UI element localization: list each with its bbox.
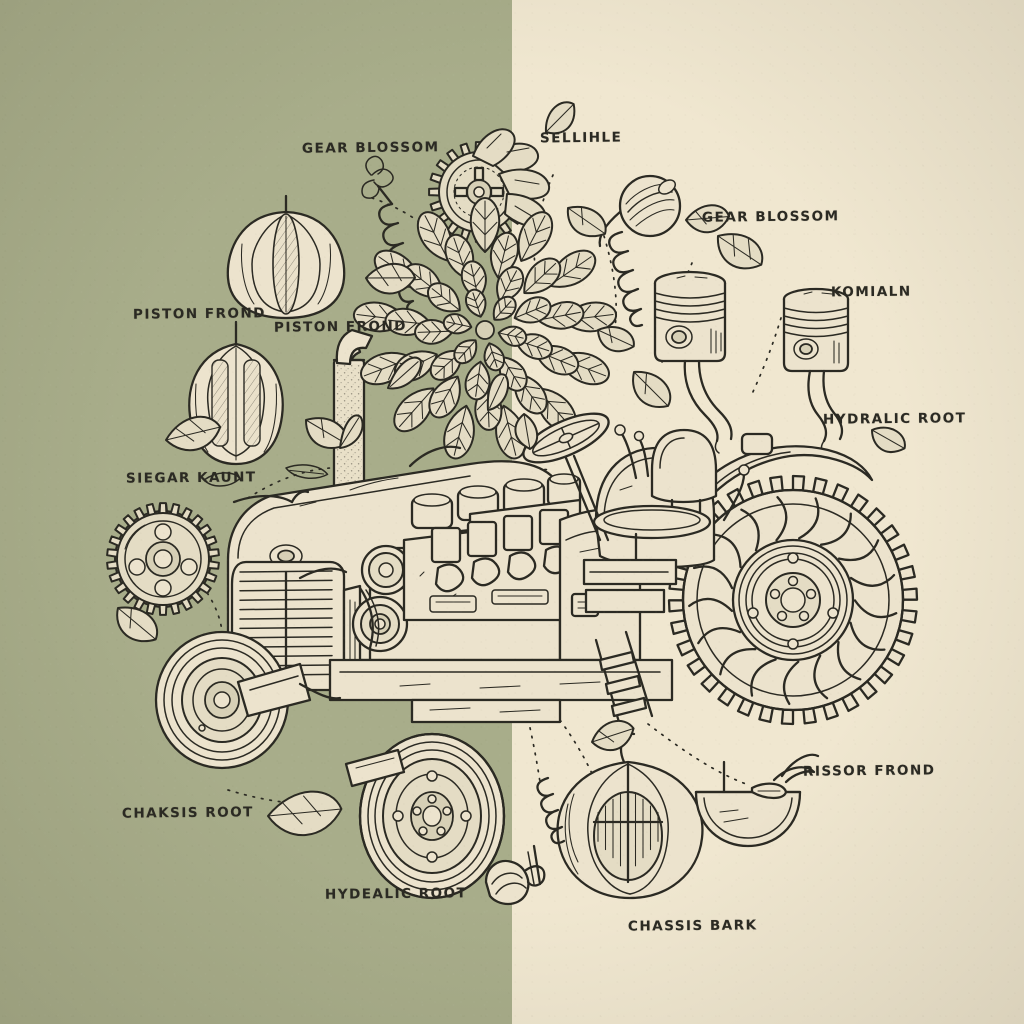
- piston-icon-b: [782, 287, 850, 453]
- label-piston-frond-center: PISTON FROND: [273, 318, 408, 336]
- gear-wheel-icon-left: [106, 502, 220, 616]
- sphere-bud-icon: [598, 174, 682, 248]
- piston-icon-a: [653, 270, 733, 454]
- gourd-pod-icon: [556, 732, 704, 900]
- seat: [582, 428, 718, 614]
- gear-petals: [472, 128, 551, 228]
- label-chassis-bark: CHASSIS BARK: [627, 917, 758, 935]
- seed-pod-icon-lower: [188, 320, 284, 466]
- label-gear-blossom-top-left: GEAR BLOSSOM: [301, 139, 440, 157]
- label-komialn: KOMIALN: [830, 283, 912, 301]
- label-piston-frond-left: PISTON FROND: [132, 305, 267, 323]
- steering-wheel: [522, 412, 610, 464]
- steering-column: [564, 456, 602, 542]
- scattered-leaves: [116, 101, 906, 837]
- chassis-rail: [328, 658, 674, 702]
- tractor-icon: [154, 412, 919, 900]
- seed-pod-icon-upper: [226, 194, 346, 320]
- coil-spring-under-bud: [608, 230, 644, 328]
- label-sellihle: SELLIHLE: [539, 129, 623, 147]
- rear-fender: [666, 445, 874, 550]
- control-levers: [614, 424, 750, 522]
- label-chaksis-root: CHAKSIS ROOT: [121, 804, 254, 822]
- label-hydealic-root: HYDEALIC ROOT: [324, 885, 468, 903]
- engine-block: [351, 473, 582, 662]
- label-rissor-frond: RISSOR FROND: [802, 762, 936, 780]
- bowl-sprout-icon: [694, 753, 820, 848]
- label-siegar-kaunt: SIEGAR KAUNT: [125, 469, 257, 487]
- label-hydralic-root-right: HYDRALIC ROOT: [822, 410, 967, 428]
- bud-cluster-bottom: [484, 859, 546, 906]
- step-ladder: [594, 630, 654, 728]
- exhaust-stack-icon: [332, 328, 374, 490]
- label-gear-blossom-right: GEAR BLOSSOM: [701, 208, 840, 226]
- tractor-tire-icon: [667, 474, 919, 726]
- vine-tendrils: [232, 445, 462, 700]
